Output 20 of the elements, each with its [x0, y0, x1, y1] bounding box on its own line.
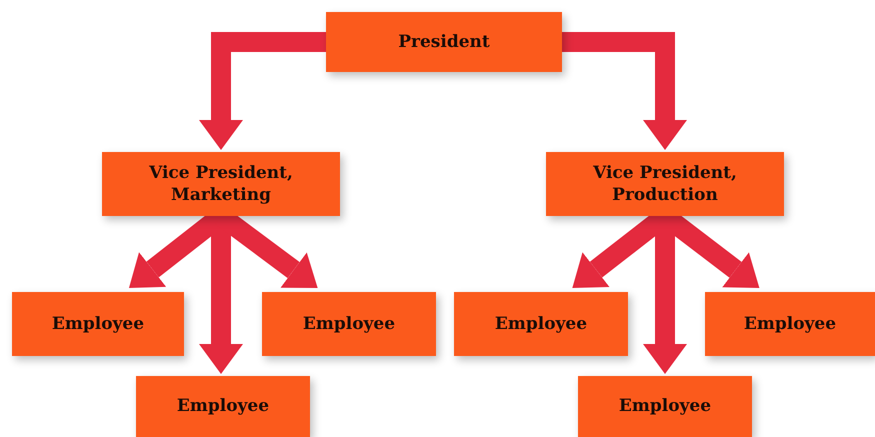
role-label: Employee	[618, 395, 712, 418]
org-box	[326, 12, 562, 72]
org-box	[546, 152, 784, 216]
role-label: Vice President, Production	[592, 162, 738, 206]
arrow	[560, 32, 687, 150]
org-box	[705, 292, 875, 356]
org-box	[262, 292, 436, 356]
org-box	[136, 376, 310, 437]
arrow	[199, 32, 328, 150]
org-box	[102, 152, 340, 216]
role-label: President	[397, 30, 491, 54]
org-box	[454, 292, 628, 356]
role-label: Employee	[494, 312, 588, 336]
role-label: Employee	[50, 312, 146, 336]
role-label: Employee	[302, 312, 396, 336]
role-label: Vice President, Marketing	[148, 162, 294, 206]
org-box	[12, 292, 184, 356]
role-label: Employee	[176, 395, 270, 418]
role-label: Employee	[742, 312, 838, 336]
org-box	[578, 376, 752, 437]
